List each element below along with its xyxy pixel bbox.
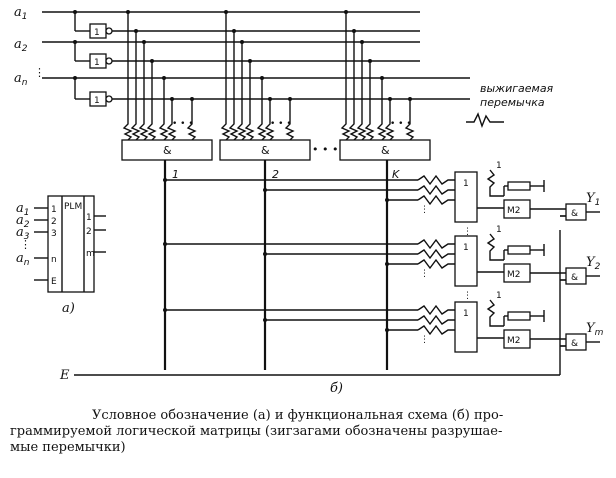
svg-text:2: 2 — [86, 227, 92, 237]
fuse-legend-line1: выжигаемая — [480, 82, 554, 95]
svg-text:1: 1 — [94, 96, 100, 106]
product-term-lines: 1 2 K — [163, 160, 400, 370]
svg-text:&: & — [571, 209, 578, 219]
svg-text:1: 1 — [51, 205, 57, 215]
svg-text:E: E — [51, 277, 57, 287]
plm-side-input-a2: a2 — [16, 213, 30, 230]
enable-line: E б) — [59, 230, 561, 396]
caption-line-1: Условное обозначение (а) и функциональна… — [92, 408, 504, 423]
svg-text:M2: M2 — [507, 270, 521, 280]
and-gate-array: • • • & • • • & • • • & — [121, 10, 431, 161]
svg-text:3: 3 — [51, 229, 57, 239]
inverter-1: 1 — [89, 23, 113, 39]
output-stage-1: ⋮1⋮1M2&Y1 — [163, 161, 600, 237]
svg-text:M2: M2 — [507, 206, 521, 216]
fuse-legend-line2: перемычка — [480, 96, 545, 109]
plm-side-input-a1: a1 — [16, 201, 30, 218]
svg-text:⋮: ⋮ — [420, 335, 429, 345]
fuse-legend: выжигаемая перемычка — [466, 82, 554, 129]
svg-text:&: & — [381, 144, 390, 157]
column-label-k: K — [392, 168, 400, 181]
caption-line-3: мые перемычки) — [10, 440, 126, 455]
plm-diagram: a1 a2 ⋮ an 1 1 — [14, 5, 604, 396]
caption-line-2: граммируемой логической матрицы (зигзага… — [10, 424, 503, 439]
part-b-label: б) — [330, 381, 343, 396]
output-stage-2: ⋮1⋮1M2&Y2 — [163, 225, 601, 301]
plm-symbol: a1 a2 a3 ⋮ an PLM 1 2 3 n E 1 2 m а) — [16, 195, 106, 316]
plm-side-dots: ⋮ — [20, 238, 31, 251]
fuse-legend-zigzag — [466, 112, 504, 129]
input-labels: a1 a2 ⋮ an — [14, 5, 45, 88]
column-label-2: 2 — [272, 168, 279, 181]
svg-text:&: & — [571, 339, 578, 349]
inverter-n: 1 — [89, 91, 113, 107]
svg-text:1: 1 — [496, 291, 502, 301]
svg-text:&: & — [163, 144, 172, 157]
enable-label: E — [59, 368, 70, 383]
svg-text:1: 1 — [496, 225, 502, 235]
svg-text:Y1: Y1 — [586, 191, 600, 208]
svg-text:1: 1 — [463, 309, 469, 319]
inverters: 1 1 1 — [89, 23, 113, 107]
input-label-an: an — [14, 71, 28, 88]
input-label-a2: a2 — [14, 37, 28, 54]
input-label-a1: a1 — [14, 5, 28, 22]
plm-side-input-an: an — [16, 251, 30, 268]
svg-text:2: 2 — [51, 217, 57, 227]
svg-text:• • •: • • • — [172, 119, 194, 129]
svg-text:1: 1 — [463, 243, 469, 253]
svg-text:m: m — [86, 249, 95, 259]
svg-text:M2: M2 — [507, 336, 521, 346]
svg-text:1: 1 — [463, 179, 469, 189]
svg-text:&: & — [261, 144, 270, 157]
svg-text:n: n — [51, 255, 57, 265]
and-gate-2: • • • & — [219, 10, 311, 161]
part-a-label: а) — [62, 301, 75, 316]
svg-text:⋮: ⋮ — [463, 227, 472, 237]
gate-dots: • • • — [312, 143, 338, 156]
svg-text:Y2: Y2 — [586, 255, 601, 272]
svg-text:• • •: • • • — [270, 119, 292, 129]
svg-text:1: 1 — [496, 161, 502, 171]
svg-text:• • •: • • • — [390, 119, 412, 129]
inverter-2: 1 — [89, 53, 113, 69]
svg-text:⋮: ⋮ — [420, 269, 429, 279]
svg-text:&: & — [571, 273, 578, 283]
column-label-1: 1 — [172, 168, 179, 181]
svg-text:1: 1 — [94, 58, 100, 68]
plm-side-input-a3: a3 — [16, 225, 30, 242]
svg-text:1: 1 — [86, 213, 92, 223]
svg-text:⋮: ⋮ — [463, 291, 472, 301]
output-stage-3: ⋮ 1 1M2 &Ym — [163, 291, 604, 353]
input-dots: ⋮ — [34, 66, 45, 79]
plm-title: PLM — [64, 202, 82, 212]
and-gate-3: • • • & — [339, 10, 431, 161]
and-gate-1: • • • & — [121, 10, 213, 161]
svg-text:1: 1 — [94, 28, 100, 38]
svg-text:Ym: Ym — [586, 321, 604, 338]
svg-text:⋮: ⋮ — [420, 205, 429, 215]
